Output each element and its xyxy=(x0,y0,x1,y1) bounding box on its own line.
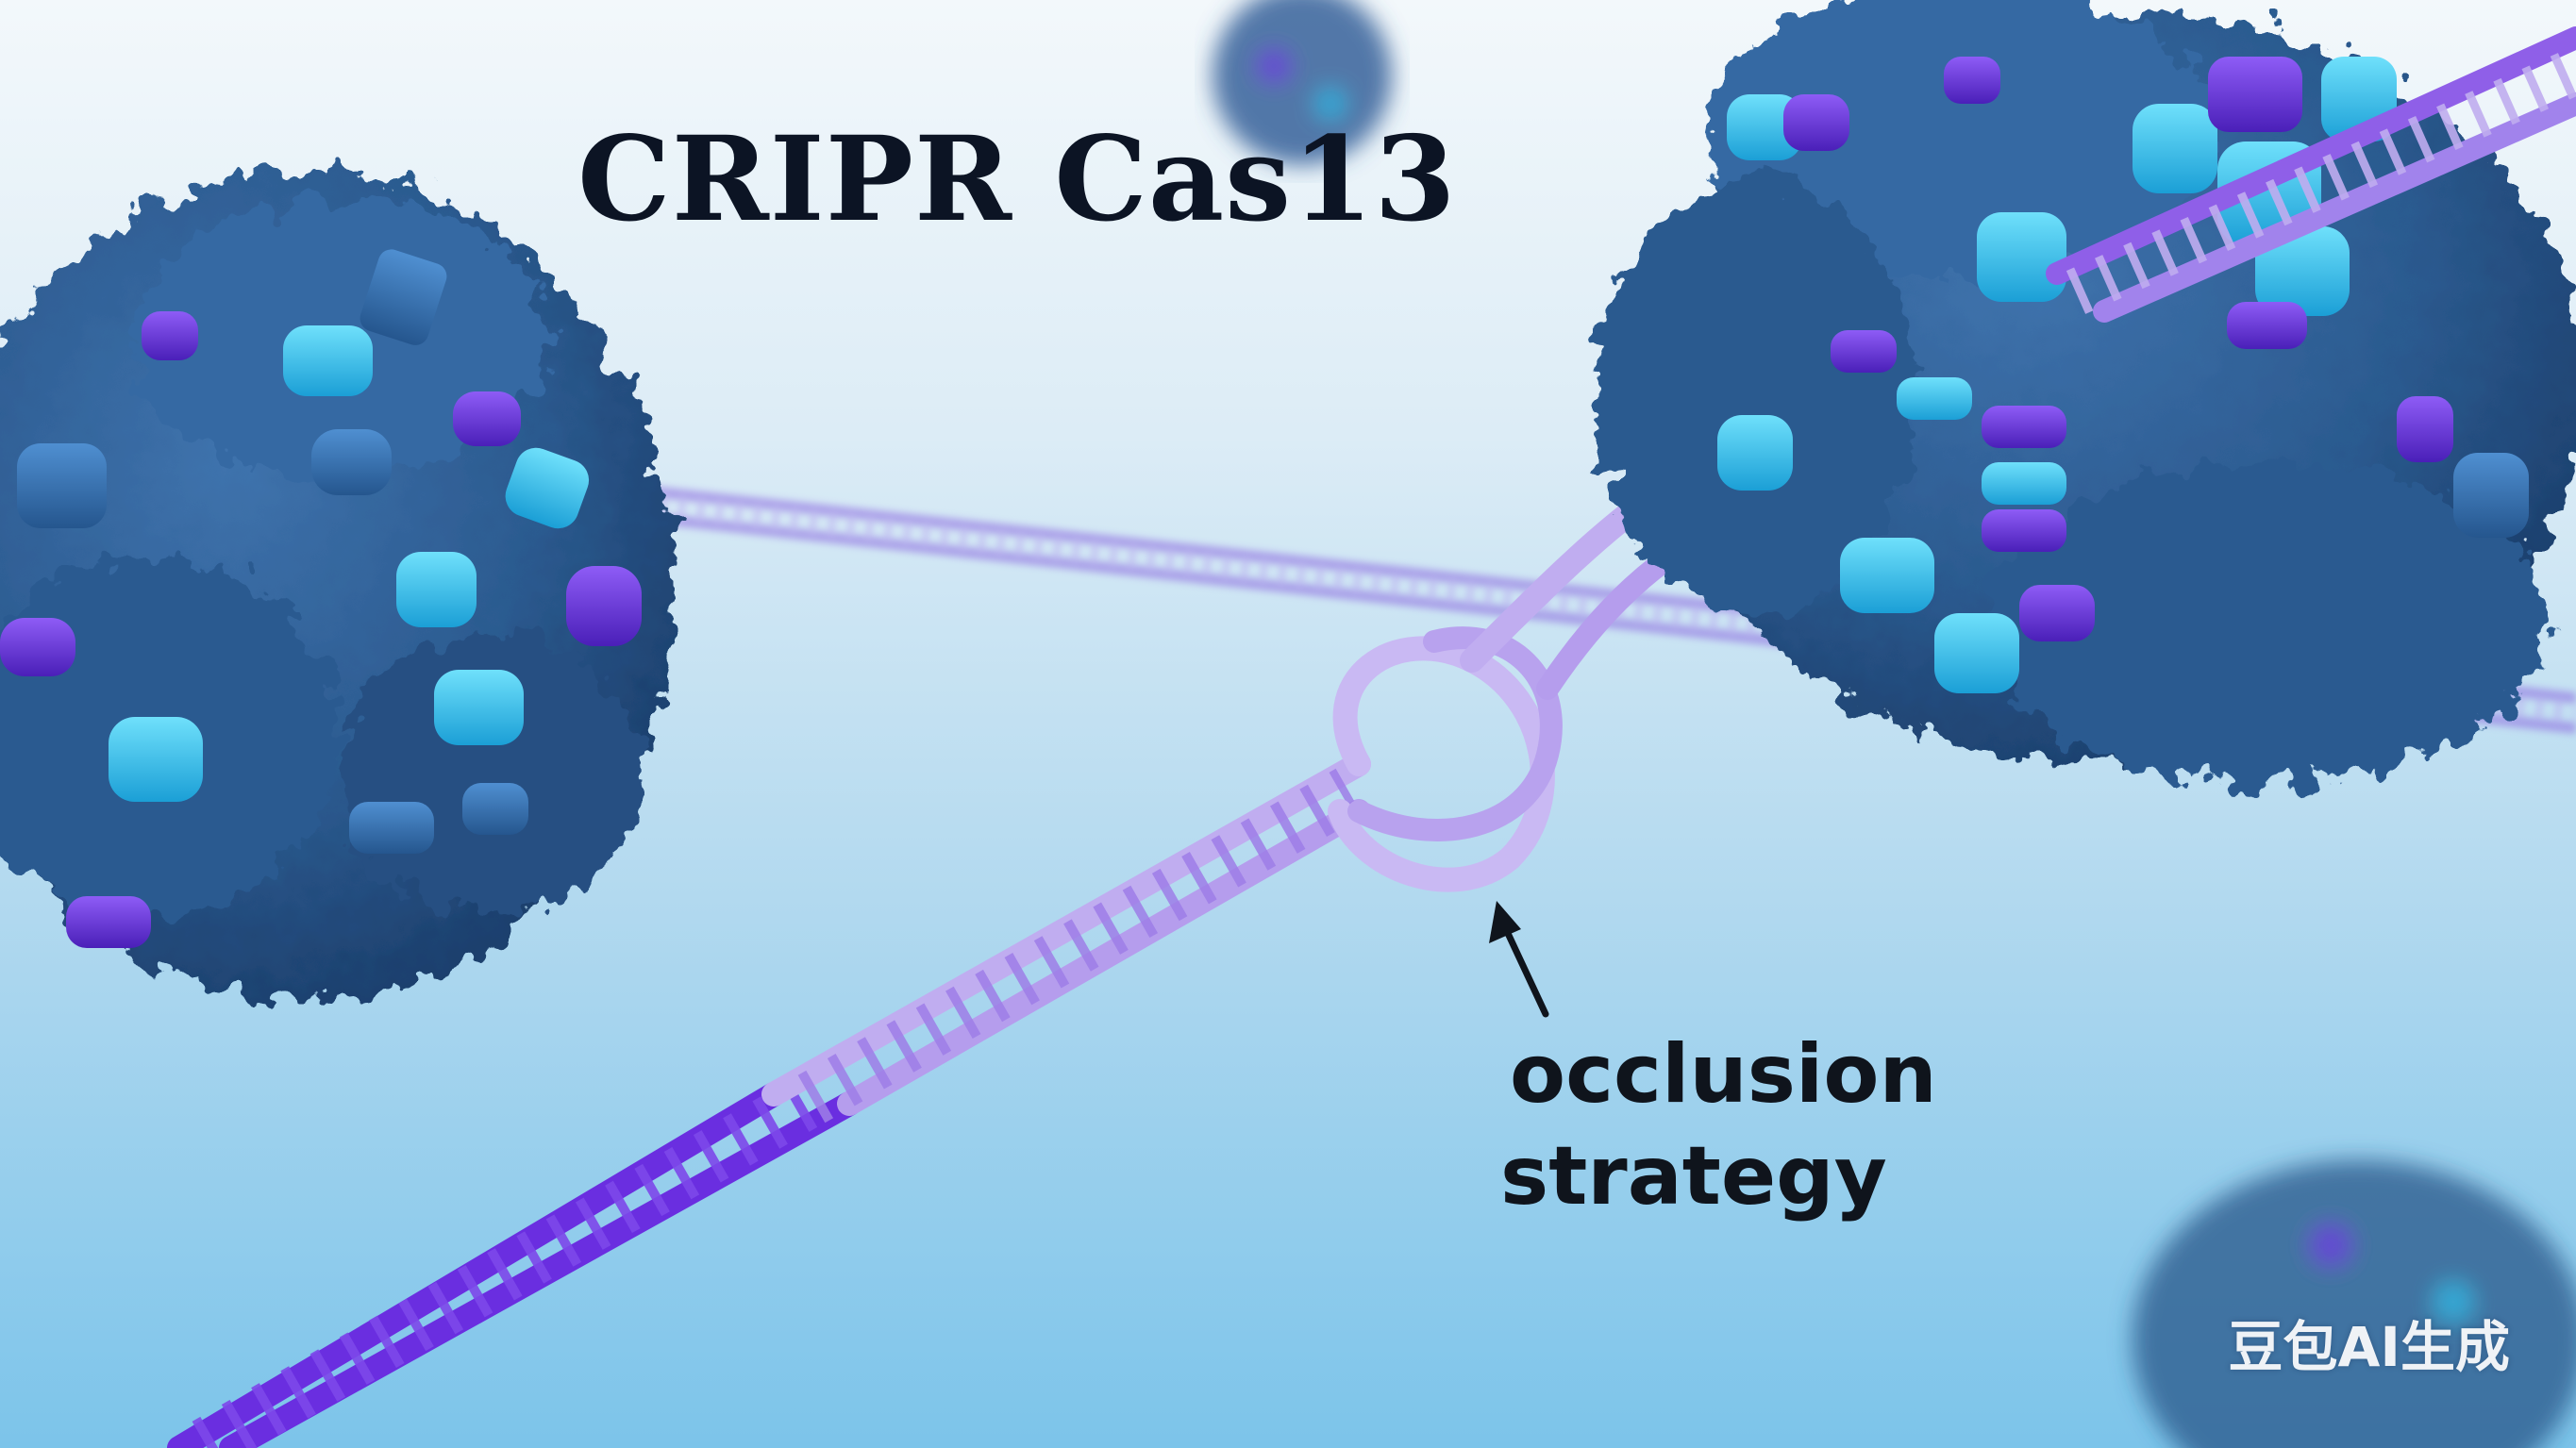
page-title: CRIPR Cas13 xyxy=(577,111,1457,248)
annotation-line-2: strategy xyxy=(1500,1129,1887,1223)
background-protein-top xyxy=(1213,0,1392,165)
annotation-line-1: occlusion xyxy=(1510,1027,1937,1122)
cas13-protein-right xyxy=(1595,0,2576,783)
annotation-label: occlusion strategy xyxy=(1500,1024,1937,1227)
pointer-arrow xyxy=(1489,901,1549,1018)
cas13-protein-left xyxy=(0,170,675,1000)
background-protein-bottom-right xyxy=(2133,1160,2576,1448)
watermark: 豆包AI生成 xyxy=(2228,1315,2510,1379)
rna-ladder-strand xyxy=(167,262,2116,1448)
